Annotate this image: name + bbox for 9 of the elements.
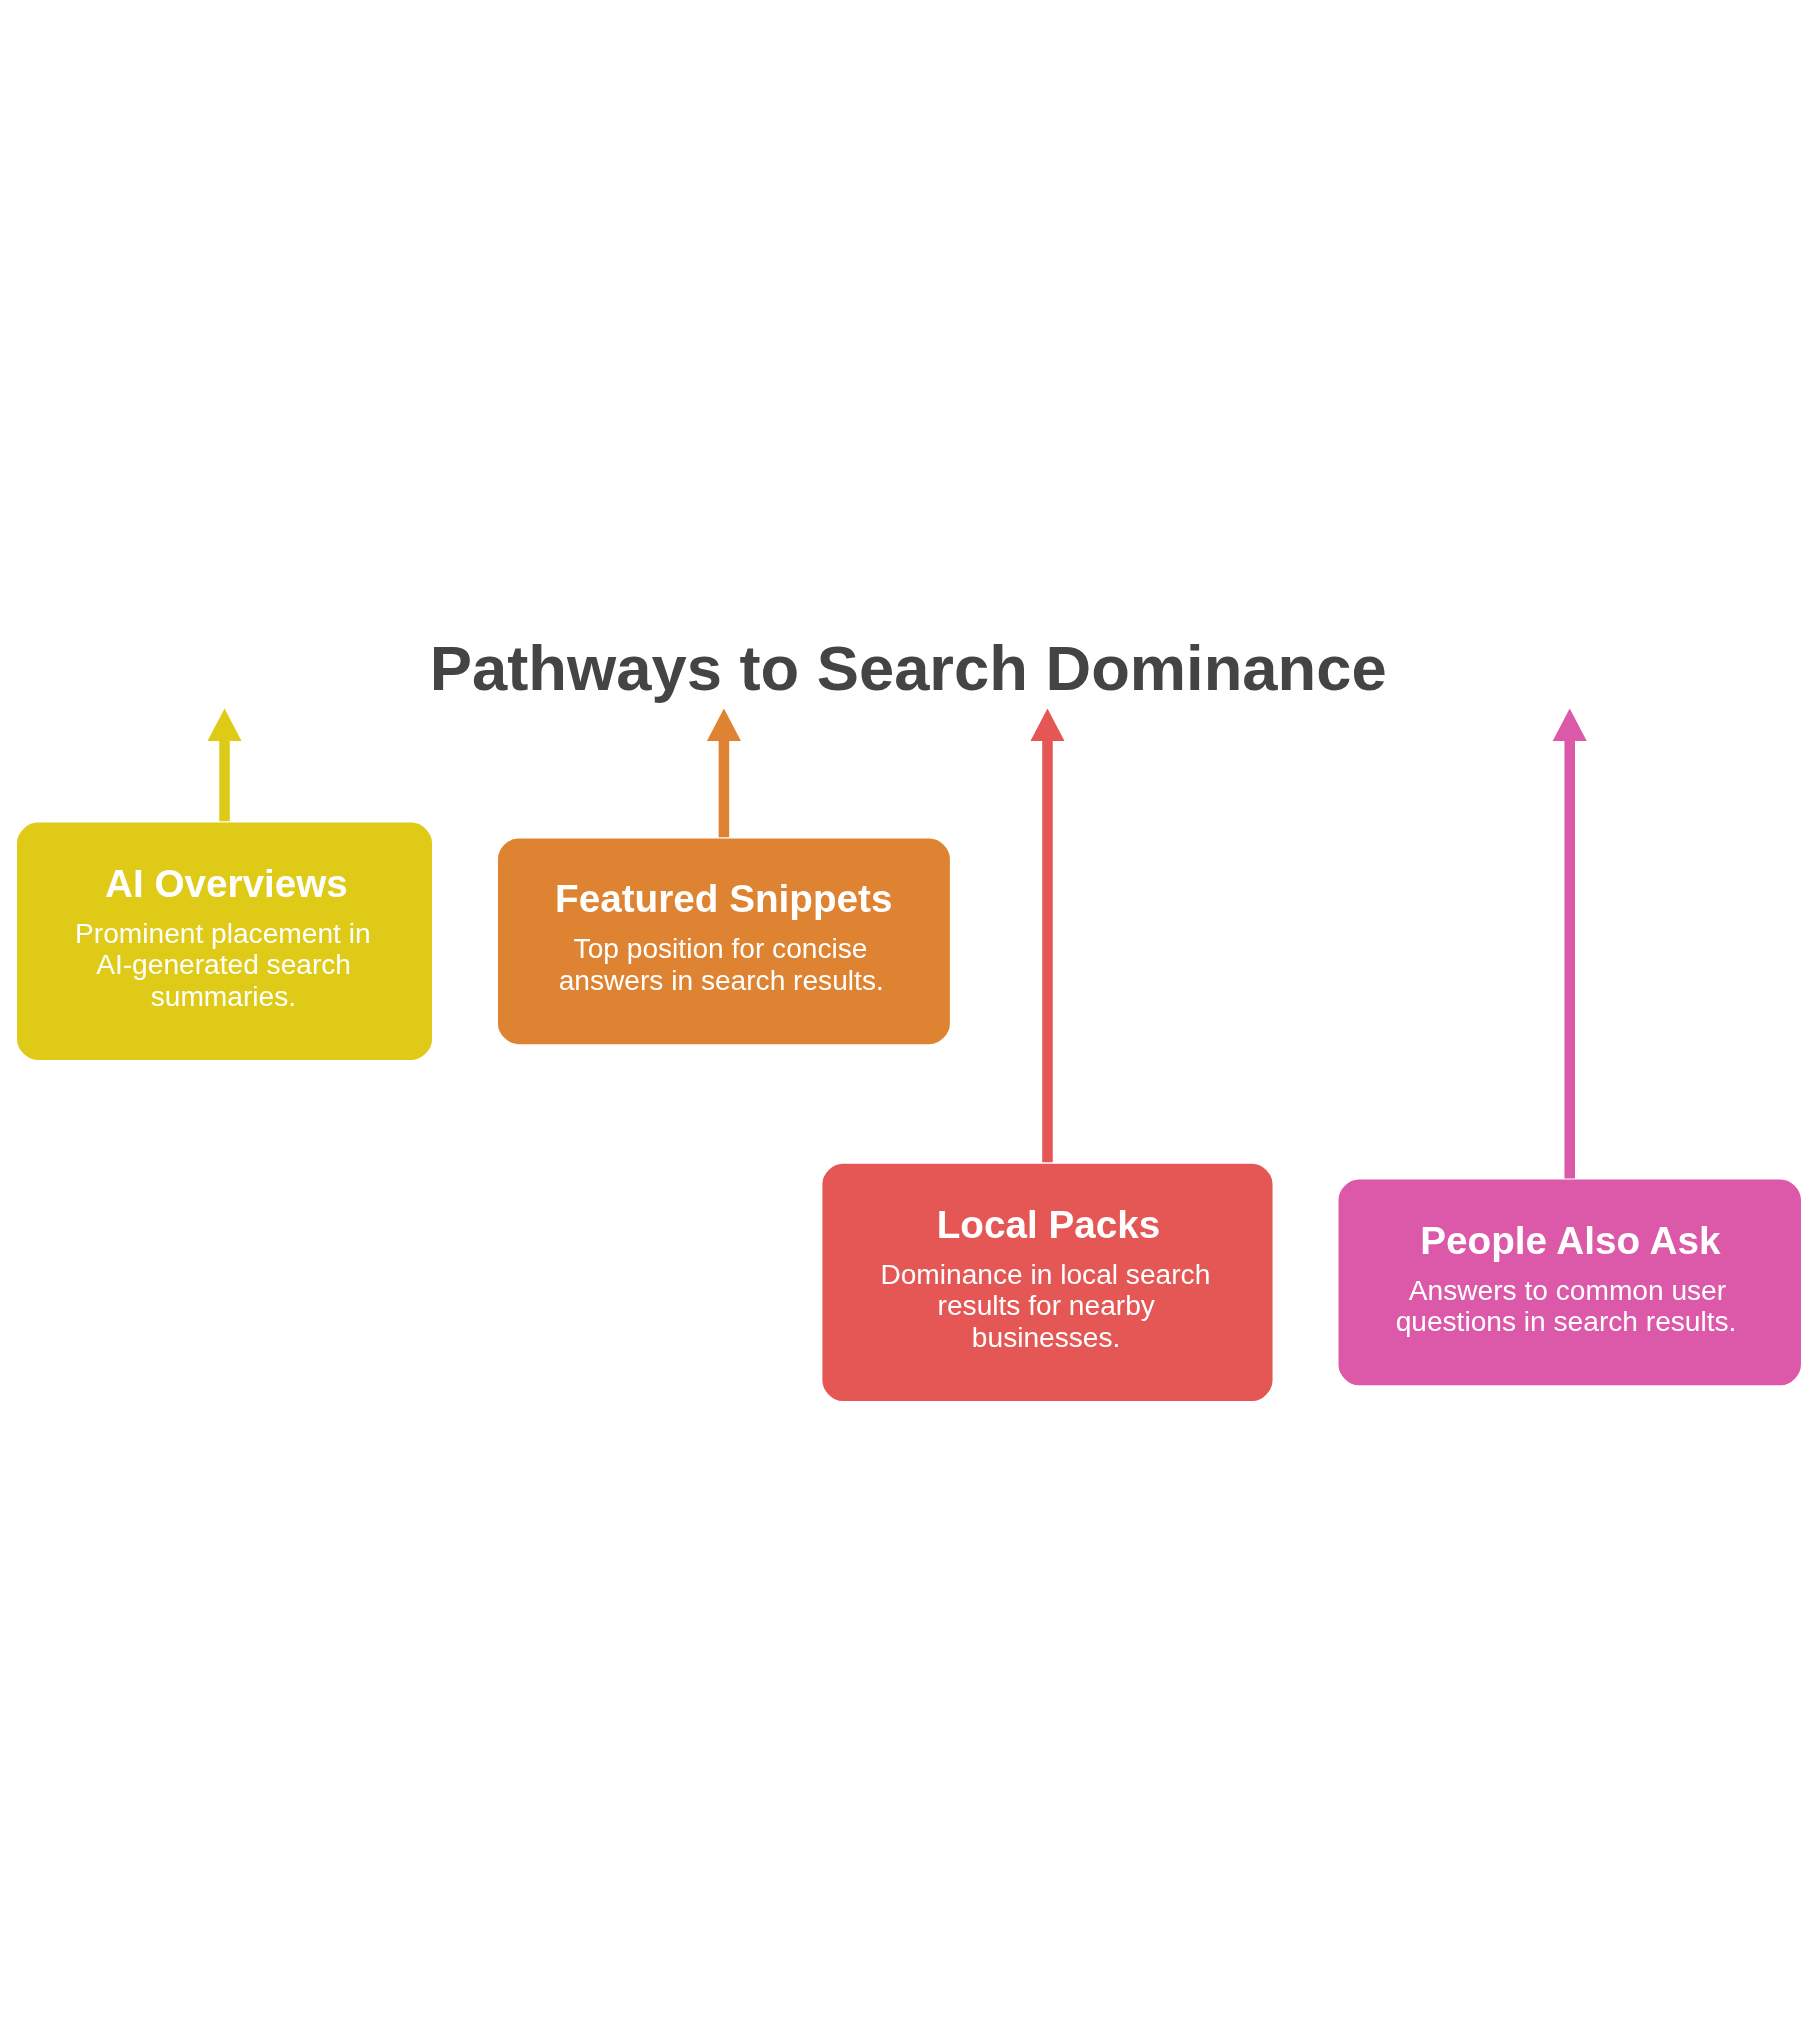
arrow	[706, 708, 741, 837]
node-box: Local Packs Dominance in local search results for nearby businesses.	[820, 1161, 1275, 1403]
node-box: Featured Snippets Top position for concise answers in search results.	[496, 836, 952, 1046]
arrow	[1552, 708, 1587, 1178]
arrow	[207, 708, 242, 821]
diagram-title: Pathways to Search Dominance	[429, 632, 1387, 703]
node-box: AI Overviews Prominent placement in AI-generated search summaries.	[15, 820, 434, 1062]
node-box: People Also Ask Answers to common user questions in search results.	[1336, 1177, 1803, 1387]
arrow	[1030, 708, 1065, 1162]
